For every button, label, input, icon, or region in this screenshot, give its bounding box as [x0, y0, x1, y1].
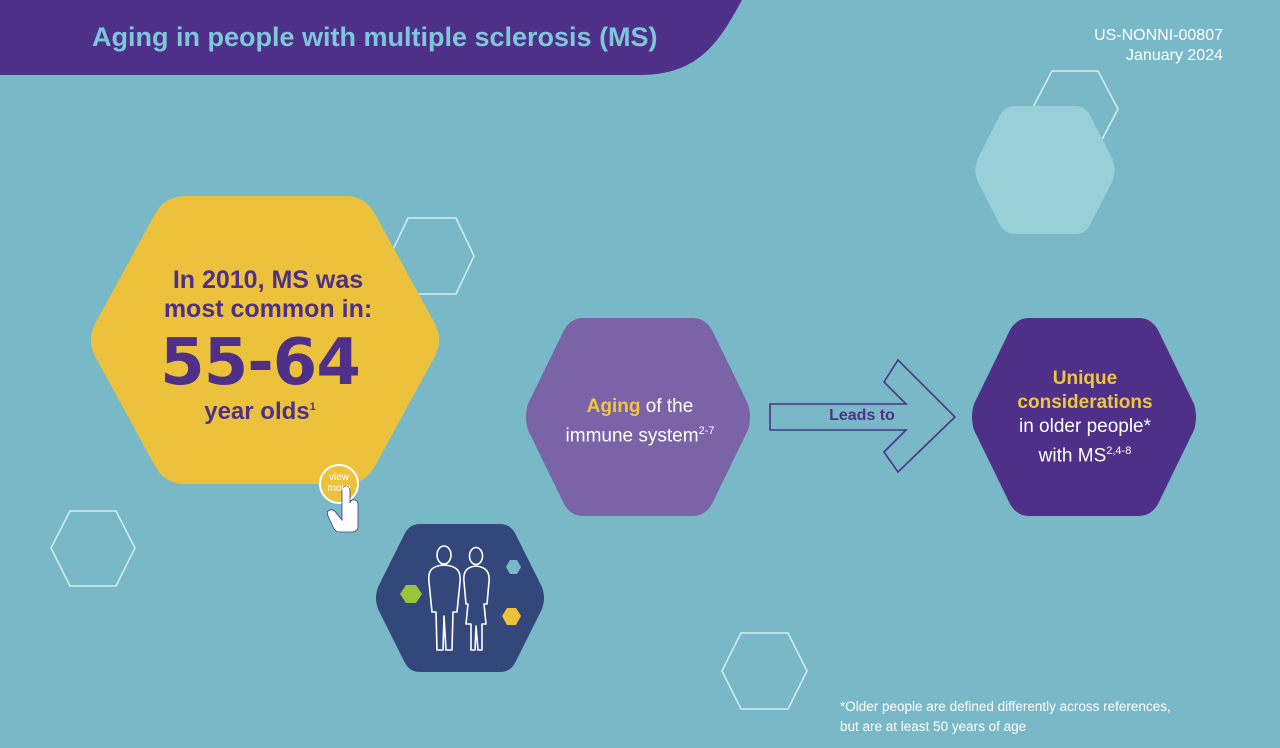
view-more-line1: view	[328, 472, 349, 483]
considerations-line1: Unique	[1052, 368, 1118, 389]
people-silhouette-icon	[427, 545, 490, 651]
view-more-line2: more	[327, 483, 351, 494]
footnote-line1: *Older people are defined differently ac…	[840, 699, 1171, 714]
decor-hexagon-teal	[506, 560, 521, 574]
aging-ref: 2-7	[698, 425, 715, 437]
stat-hexagon	[91, 196, 439, 484]
considerations-line2: considerations	[1017, 392, 1153, 413]
leads-to-arrow	[769, 358, 957, 474]
hand-pointer-icon	[326, 485, 359, 533]
aging-line2: immune system2-7	[535, 419, 745, 448]
considerations-line4-text: with MS	[1038, 445, 1107, 467]
considerations-ref: 2,4-8	[1106, 445, 1132, 457]
aging-highlight: Aging	[586, 396, 641, 417]
people-hexagon	[376, 524, 544, 672]
considerations-text: Unique considerations in older people* w…	[985, 367, 1185, 468]
decor-hexagon-yellow	[502, 608, 521, 625]
footnote: *Older people are defined differently ac…	[840, 697, 1171, 737]
stat-label: year olds1	[180, 398, 340, 426]
header-band	[0, 0, 742, 75]
aging-rest2: immune system	[565, 425, 699, 447]
view-more-label[interactable]: view more	[320, 472, 358, 494]
aging-text: Aging of the immune system2-7	[535, 395, 745, 448]
leads-to-label: Leads to	[829, 407, 895, 424]
considerations-hexagon	[972, 318, 1196, 516]
footnote-line2: but are at least 50 years of age	[840, 719, 1027, 734]
stat-ref: 1	[309, 401, 316, 413]
decor-hexagon-filled	[975, 106, 1115, 234]
decor-hexagon-green	[400, 585, 422, 603]
page-title: Aging in people with multiple sclerosis …	[92, 22, 658, 52]
aging-line1: Aging of the	[535, 395, 745, 419]
stat-range: 55-64	[160, 326, 361, 400]
doc-code: US-NONNI-00807	[1094, 27, 1223, 44]
decor-hexagon-outline	[721, 632, 808, 710]
stat-label-text: year olds	[204, 398, 310, 425]
considerations-line4: with MS2,4-8	[985, 439, 1185, 468]
decor-hexagon-outline	[50, 510, 136, 587]
doc-info: US-NONNI-00807 January 2024	[1094, 26, 1223, 66]
doc-date: January 2024	[1126, 47, 1223, 64]
aging-rest1: of the	[640, 396, 694, 417]
aging-hexagon	[526, 318, 750, 516]
stat-heading: In 2010, MS was most common in:	[163, 266, 373, 323]
considerations-line3: in older people*	[1018, 416, 1152, 437]
